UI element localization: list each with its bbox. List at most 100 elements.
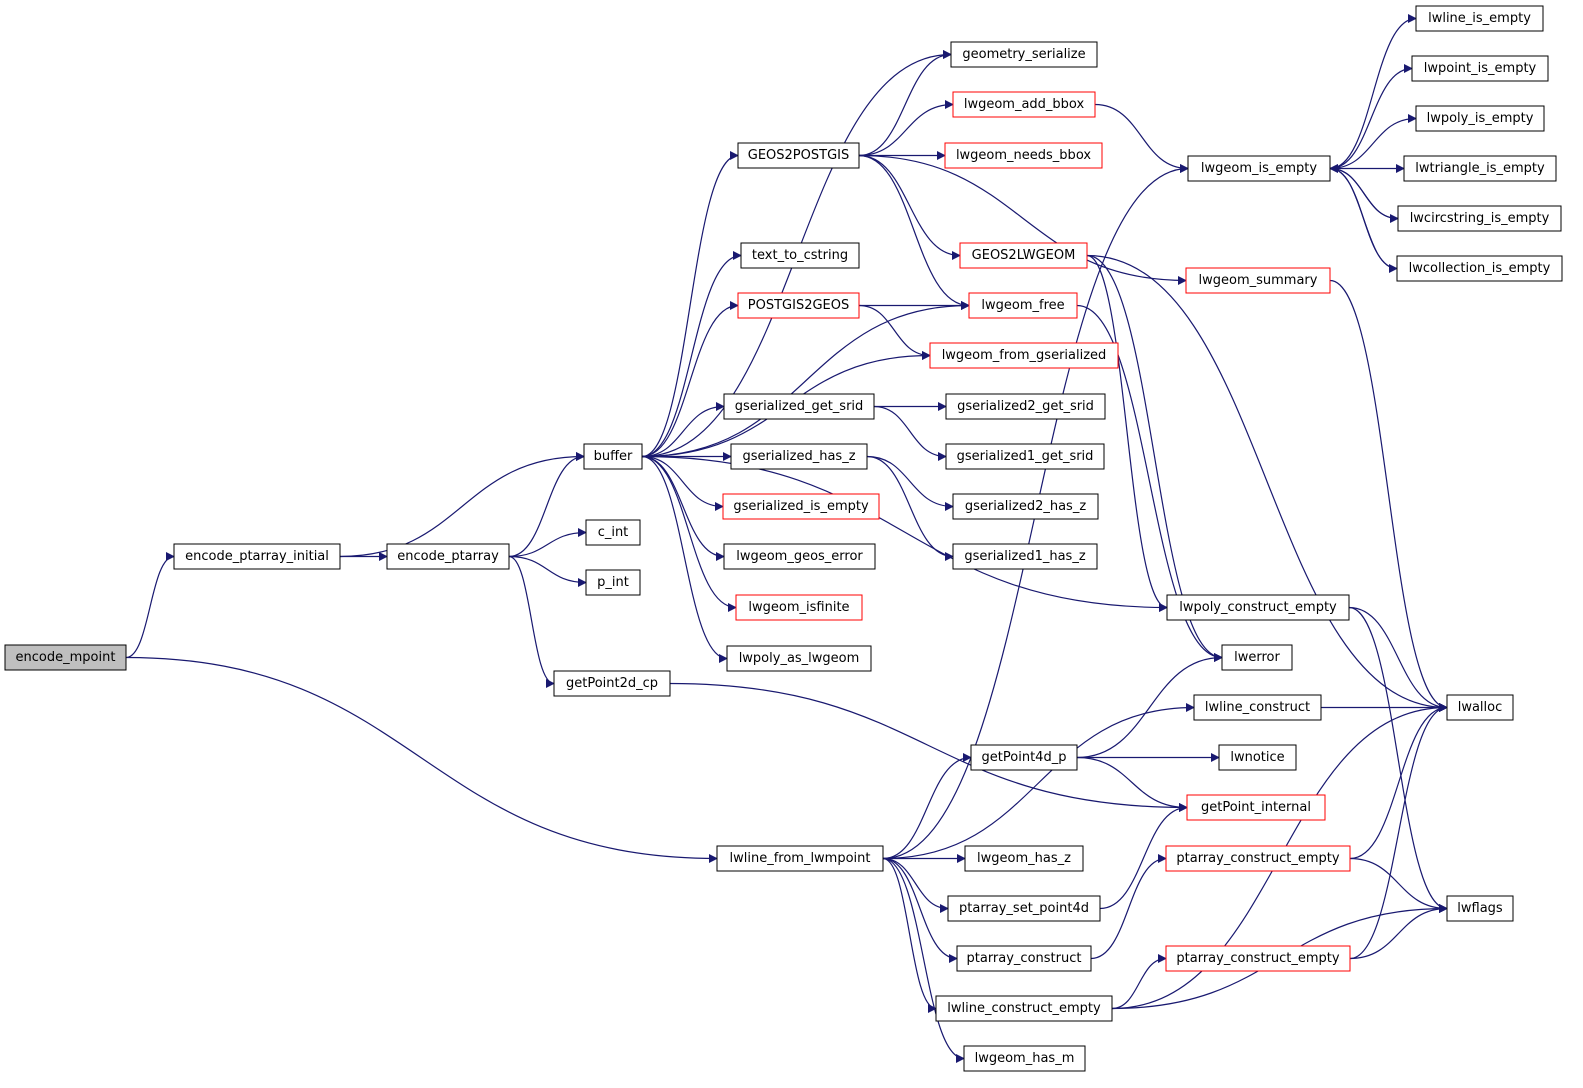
node-lwgeom_free[interactable]: lwgeom_free <box>968 292 1078 319</box>
node-p_int[interactable]: p_int <box>585 569 641 596</box>
node-getPoint2d_cp[interactable]: getPoint2d_cp <box>553 670 671 697</box>
node-lwerror[interactable]: lwerror <box>1221 644 1293 671</box>
node-lwtriangle_is_empty[interactable]: lwtriangle_is_empty <box>1403 155 1557 182</box>
node-box <box>952 543 1098 570</box>
node-ptarray_construct_empty_a[interactable]: ptarray_construct_empty <box>1165 845 1351 872</box>
node-lwgeom_geos_error[interactable]: lwgeom_geos_error <box>723 543 876 570</box>
node-box <box>947 895 1101 922</box>
edge-encode_mpoint-to-encode_ptarray_initial <box>125 552 175 659</box>
node-gserialized_get_srid[interactable]: gserialized_get_srid <box>723 393 875 420</box>
node-getPoint_internal[interactable]: getPoint_internal <box>1186 794 1326 821</box>
node-box <box>944 142 1103 169</box>
node-box <box>553 670 671 697</box>
node-ptarray_set_point4d[interactable]: ptarray_set_point4d <box>947 895 1101 922</box>
node-box <box>173 543 341 570</box>
node-lwline_from_lwmpoint[interactable]: lwline_from_lwmpoint <box>716 845 884 872</box>
node-label: lwcircstring_is_empty <box>1410 211 1550 226</box>
node-label: gserialized1_has_z <box>964 549 1085 564</box>
node-encode_ptarray[interactable]: encode_ptarray <box>386 543 510 570</box>
node-label: buffer <box>594 449 633 464</box>
edge-lwpoly_construct_empty-to-lwalloc <box>1348 606 1448 712</box>
node-gserialized1_get_srid[interactable]: gserialized1_get_srid <box>945 443 1105 470</box>
node-lwgeom_add_bbox[interactable]: lwgeom_add_bbox <box>952 91 1096 118</box>
node-label: gserialized_is_empty <box>733 499 869 514</box>
node-lwpoint_is_empty[interactable]: lwpoint_is_empty <box>1411 55 1549 82</box>
node-gserialized_has_z[interactable]: gserialized_has_z <box>730 443 868 470</box>
node-label: lwtriangle_is_empty <box>1415 161 1545 176</box>
edge-encode_ptarray-to-buffer <box>508 452 585 558</box>
node-lwgeom_summary[interactable]: lwgeom_summary <box>1185 267 1331 294</box>
edge-gserialized_has_z-to-gserialized1_has_z <box>866 455 954 561</box>
node-box <box>1446 694 1514 721</box>
node-box <box>1446 895 1514 922</box>
node-box <box>4 644 127 671</box>
node-box <box>1403 155 1557 182</box>
node-buffer[interactable]: buffer <box>583 443 643 470</box>
node-gserialized2_get_srid[interactable]: gserialized2_get_srid <box>945 393 1106 420</box>
node-lwgeom_has_z[interactable]: lwgeom_has_z <box>964 845 1084 872</box>
edge-GEOS2LWGEOM-to-lwerror <box>1086 254 1223 662</box>
node-GEOS2POSTGIS[interactable]: GEOS2POSTGIS <box>737 142 860 169</box>
node-getPoint4d_p[interactable]: getPoint4d_p <box>970 744 1078 771</box>
node-POSTGIS2GEOS[interactable]: POSTGIS2GEOS <box>737 292 860 319</box>
edge-buffer-to-lwpoly_construct_empty <box>641 455 1168 612</box>
node-label: encode_ptarray_initial <box>185 549 329 564</box>
node-box <box>1165 845 1351 872</box>
edge-buffer-to-lwgeom_geos_error <box>641 455 725 561</box>
node-box <box>970 744 1078 771</box>
node-lwline_construct[interactable]: lwline_construct <box>1193 694 1322 721</box>
node-label: lwnotice <box>1230 750 1284 765</box>
node-box <box>730 443 868 470</box>
node-box <box>1185 267 1331 294</box>
node-c_int[interactable]: c_int <box>585 519 641 546</box>
node-box <box>1187 155 1331 182</box>
node-ptarray_construct_empty_b[interactable]: ptarray_construct_empty <box>1165 945 1351 972</box>
node-ptarray_construct[interactable]: ptarray_construct <box>956 945 1092 972</box>
edge-buffer-to-lwgeom_free <box>641 301 970 458</box>
node-box <box>952 91 1096 118</box>
node-text_to_cstring[interactable]: text_to_cstring <box>740 242 860 269</box>
node-gserialized_is_empty[interactable]: gserialized_is_empty <box>722 493 880 520</box>
node-label: ptarray_construct_empty <box>1176 851 1339 866</box>
node-box <box>952 493 1099 520</box>
node-lwcollection_is_empty[interactable]: lwcollection_is_empty <box>1396 255 1563 282</box>
node-label: text_to_cstring <box>752 248 848 263</box>
node-lwflags[interactable]: lwflags <box>1446 895 1514 922</box>
node-box <box>583 443 643 470</box>
edge-encode_mpoint-to-lwline_from_lwmpoint <box>125 656 718 863</box>
node-label: gserialized1_get_srid <box>957 449 1094 464</box>
edge-ptarray_construct_empty_b-to-lwalloc <box>1349 703 1448 960</box>
node-gserialized1_has_z[interactable]: gserialized1_has_z <box>952 543 1098 570</box>
node-lwalloc[interactable]: lwalloc <box>1446 694 1514 721</box>
node-box <box>735 594 863 621</box>
node-layer: encode_mpoint encode_ptarray_initial encod… <box>4 5 1563 1072</box>
node-geometry_serialize[interactable]: geometry_serialize <box>950 41 1098 68</box>
node-label: lwgeom_from_gserialized <box>942 348 1107 363</box>
node-label: lwpoly_as_lwgeom <box>739 651 860 666</box>
node-encode_mpoint[interactable]: encode_mpoint <box>4 644 127 671</box>
node-box <box>1411 55 1549 82</box>
node-label: lwerror <box>1234 650 1280 665</box>
node-label: getPoint_internal <box>1201 800 1311 815</box>
node-label: lwpoly_is_empty <box>1427 111 1534 126</box>
node-label: lwgeom_is_empty <box>1201 161 1318 176</box>
node-lwpoly_as_lwgeom[interactable]: lwpoly_as_lwgeom <box>726 645 872 672</box>
node-box <box>585 569 641 596</box>
node-lwgeom_needs_bbox[interactable]: lwgeom_needs_bbox <box>944 142 1103 169</box>
node-label: lwpoly_construct_empty <box>1179 600 1337 615</box>
node-lwgeom_from_gserialized[interactable]: lwgeom_from_gserialized <box>929 342 1119 369</box>
node-lwnotice[interactable]: lwnotice <box>1218 744 1297 771</box>
node-encode_ptarray_initial[interactable]: encode_ptarray_initial <box>173 543 341 570</box>
edge-getPoint4d_p-to-lwerror <box>1076 653 1223 759</box>
node-gserialized2_has_z[interactable]: gserialized2_has_z <box>952 493 1099 520</box>
node-label: POSTGIS2GEOS <box>748 298 849 313</box>
node-lwcircstring_is_empty[interactable]: lwcircstring_is_empty <box>1397 205 1562 232</box>
node-GEOS2LWGEOM[interactable]: GEOS2LWGEOM <box>959 242 1088 269</box>
node-lwline_construct_empty[interactable]: lwline_construct_empty <box>935 995 1113 1022</box>
node-lwpoly_construct_empty[interactable]: lwpoly_construct_empty <box>1166 594 1350 621</box>
node-lwgeom_is_empty[interactable]: lwgeom_is_empty <box>1187 155 1331 182</box>
node-lwgeom_isfinite[interactable]: lwgeom_isfinite <box>735 594 863 621</box>
node-lwpoly_is_empty[interactable]: lwpoly_is_empty <box>1415 105 1545 132</box>
node-lwgeom_has_m[interactable]: lwgeom_has_m <box>963 1045 1086 1072</box>
node-lwline_is_empty[interactable]: lwline_is_empty <box>1415 5 1544 32</box>
